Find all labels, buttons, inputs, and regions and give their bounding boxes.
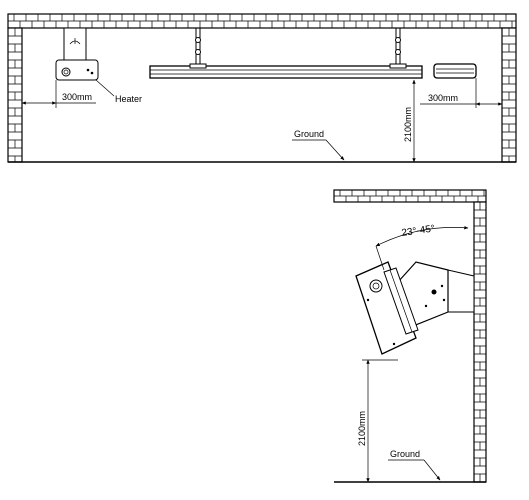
ceiling-brick-wall	[7, 13, 517, 29]
side-wall-brick	[473, 201, 487, 483]
dim-height-top: 2100mm	[403, 79, 416, 163]
side-ceiling-brick	[333, 189, 487, 203]
tilted-heater	[355, 261, 419, 355]
ground-callout-side: Ground	[388, 449, 441, 481]
ground-label-side: Ground	[390, 449, 420, 459]
dim-right-300mm: 300mm	[420, 78, 503, 108]
dim-height-side-text: 2100mm	[357, 411, 367, 446]
dim-right-text: 300mm	[428, 93, 458, 103]
short-heater-unit	[433, 63, 477, 79]
angle-label: 23°-45°	[401, 223, 436, 239]
right-brick-wall	[501, 27, 517, 163]
ground-label-top: Ground	[294, 129, 324, 139]
ground-callout-top: Ground	[292, 129, 345, 161]
side-view: 23°-45° 2100mm Ground	[333, 189, 487, 483]
heater-end-view	[55, 27, 99, 81]
dim-left-text: 300mm	[62, 92, 92, 102]
heater-callout: Heater	[95, 79, 142, 104]
left-brick-wall	[7, 27, 23, 163]
dim-height-top-text: 2100mm	[403, 107, 413, 142]
top-view: 300mm Heater 300mm 2100mm Ground	[7, 13, 517, 163]
dim-left-300mm: 300mm	[21, 80, 96, 108]
dim-height-side: 2100mm	[357, 359, 398, 483]
long-heater-unit	[149, 28, 423, 79]
angle-indicator: 23°-45°	[375, 223, 469, 271]
heater-label: Heater	[115, 94, 142, 104]
